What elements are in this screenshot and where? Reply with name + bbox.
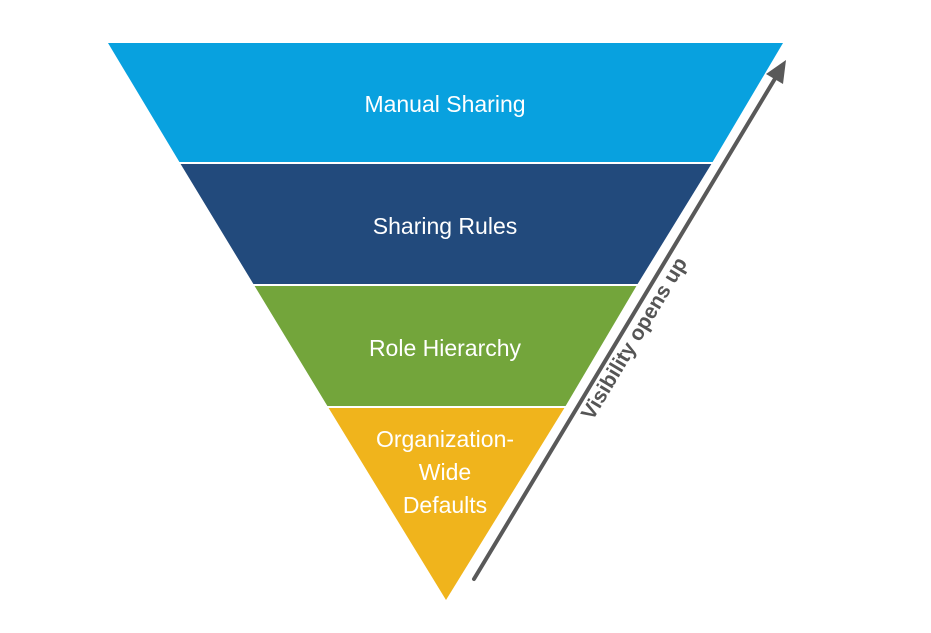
layer-label-role-hierarchy: Role Hierarchy: [369, 335, 522, 361]
arrow-head-icon: [766, 60, 786, 84]
layer-manual-sharing: [108, 43, 783, 163]
inverted-pyramid: [108, 43, 783, 600]
layer-organization-wide-defaults: [328, 407, 565, 600]
arrow-shaft: [472, 70, 781, 581]
layer-role-hierarchy: [254, 285, 637, 407]
layer-label-sharing-rules: Sharing Rules: [373, 213, 517, 239]
layer-label-owd-line-1: Organization-: [376, 426, 514, 452]
visibility-arrow: [472, 60, 786, 581]
layer-label-manual-sharing: Manual Sharing: [364, 91, 525, 117]
layer-label-owd-line-3: Defaults: [403, 492, 487, 518]
layer-sharing-rules: [180, 163, 712, 285]
layer-label-owd-line-2: Wide: [419, 459, 471, 485]
